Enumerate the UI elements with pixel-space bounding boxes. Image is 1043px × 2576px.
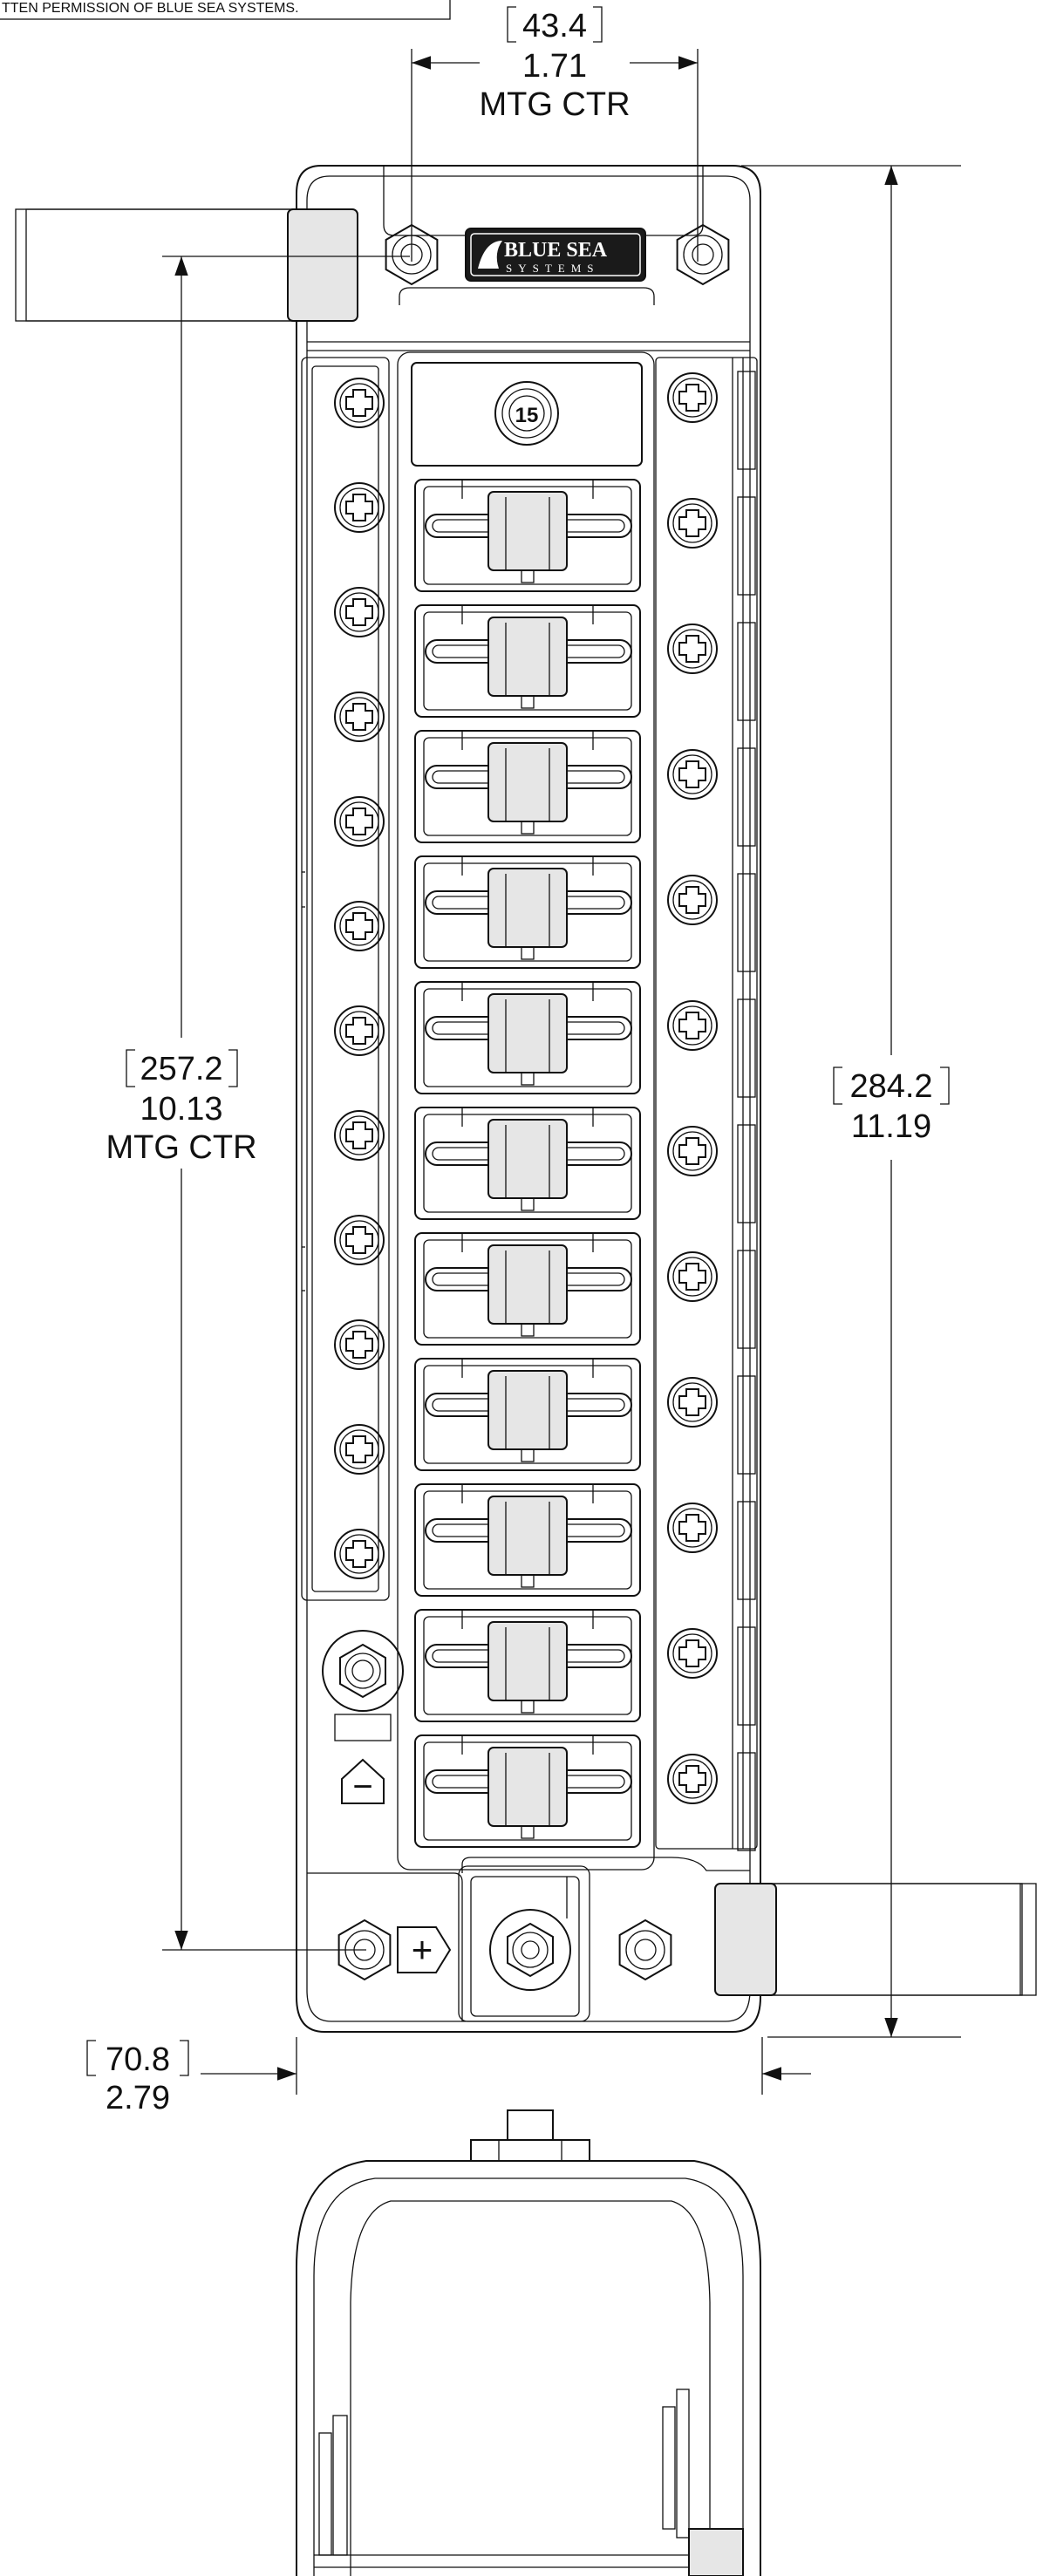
positive-symbol: + (412, 1929, 433, 1970)
bottom-width-in: 2.79 (106, 2080, 170, 2116)
side-tab (737, 1250, 756, 1349)
blade-fuse (414, 479, 641, 592)
side-tab (737, 747, 756, 847)
top-width-mm: 43.4 (522, 8, 587, 44)
fuse-cover: 15 (411, 362, 643, 467)
side-tab (737, 496, 756, 596)
side-tab (737, 1752, 756, 1851)
negative-symbol: − (352, 1768, 372, 1806)
left-terminal-screw (334, 796, 385, 847)
right-terminal-screw (667, 875, 718, 925)
blade-fuse (414, 1483, 641, 1597)
bottom-width-mm: 70.8 (106, 2041, 170, 2078)
dimension-bottom-width: 70.8 2.79 (86, 2037, 811, 2116)
right-terminal-screw (667, 1377, 718, 1428)
right-terminal-screw (667, 1503, 718, 1553)
right-terminal-screw (667, 1251, 718, 1302)
dimension-top-width: 43.4 1.71 MTG CTR (411, 6, 699, 262)
end-view (296, 2109, 761, 2576)
brand-name: BLUE SEA (504, 239, 608, 262)
blade-fuse (414, 981, 641, 1094)
side-tab (737, 622, 756, 721)
left-terminal-screw (334, 378, 385, 428)
positive-stud: + (397, 1909, 571, 1991)
right-terminal-screw (667, 749, 718, 800)
left-height-in: 10.13 (140, 1091, 222, 1128)
blade-fuse (414, 604, 641, 718)
right-terminal-screw (667, 624, 718, 674)
left-screw-column (334, 378, 385, 1579)
wave-icon (478, 241, 502, 269)
left-terminal-screw (334, 587, 385, 637)
blade-fuse (414, 1107, 641, 1220)
fuse-block-body (15, 165, 1037, 2033)
blade-fuse (414, 855, 641, 969)
left-terminal-screw (334, 1005, 385, 1056)
permission-notice-text: TTEN PERMISSION OF BLUE SEA SYSTEMS. (2, 1, 299, 16)
right-screw-column (667, 372, 718, 1804)
left-terminal-screw (334, 482, 385, 533)
left-terminal-screw (334, 1110, 385, 1161)
left-terminal-screw (334, 1424, 385, 1475)
left-height-note: MTG CTR (106, 1129, 256, 1166)
side-tab (737, 371, 756, 470)
side-tab (737, 998, 756, 1098)
right-terminal-screw (667, 1000, 718, 1051)
left-terminal-screw (334, 901, 385, 951)
right-terminal-screw (667, 372, 718, 423)
cover-number: 15 (515, 404, 539, 427)
dimension-left-height: 257.2 10.13 MTG CTR (106, 256, 410, 1951)
blade-fuse (414, 1734, 641, 1848)
side-tab (737, 1626, 756, 1726)
left-terminal-screw (334, 1215, 385, 1265)
right-height-mm: 284.2 (849, 1068, 932, 1105)
negative-stud: − (322, 1630, 404, 1806)
top-width-note: MTG CTR (479, 86, 630, 123)
right-terminal-screw (667, 498, 718, 549)
left-terminal-screw (334, 1319, 385, 1370)
mounting-nut-bottom-right (618, 1918, 672, 1981)
side-tab (737, 1501, 756, 1600)
right-terminal-screw (667, 1126, 718, 1176)
blade-fuse (414, 1609, 641, 1722)
blade-fuse (414, 1358, 641, 1471)
left-terminal-screw (334, 1529, 385, 1579)
right-height-in: 11.19 (851, 1108, 931, 1145)
fuse-column (414, 479, 641, 1848)
blade-fuse (414, 1232, 641, 1346)
side-tab (737, 1124, 756, 1223)
brand-sub: SYSTEMS (506, 262, 600, 275)
mounting-nuts (337, 223, 730, 1981)
right-terminal-screw (667, 1754, 718, 1804)
dimension-right-height: 284.2 11.19 (741, 165, 961, 2038)
brand-logo: BLUE SEA SYSTEMS (465, 228, 646, 282)
top-width-in: 1.71 (522, 48, 587, 85)
left-terminal-screw (334, 692, 385, 742)
permission-notice: TTEN PERMISSION OF BLUE SEA SYSTEMS. (0, 0, 451, 20)
side-tab (737, 1375, 756, 1475)
right-terminal-screw (667, 1628, 718, 1679)
mounting-nut-top-right (676, 223, 730, 286)
blade-fuse (414, 730, 641, 843)
side-tab (737, 873, 756, 972)
left-height-mm: 257.2 (140, 1051, 222, 1087)
